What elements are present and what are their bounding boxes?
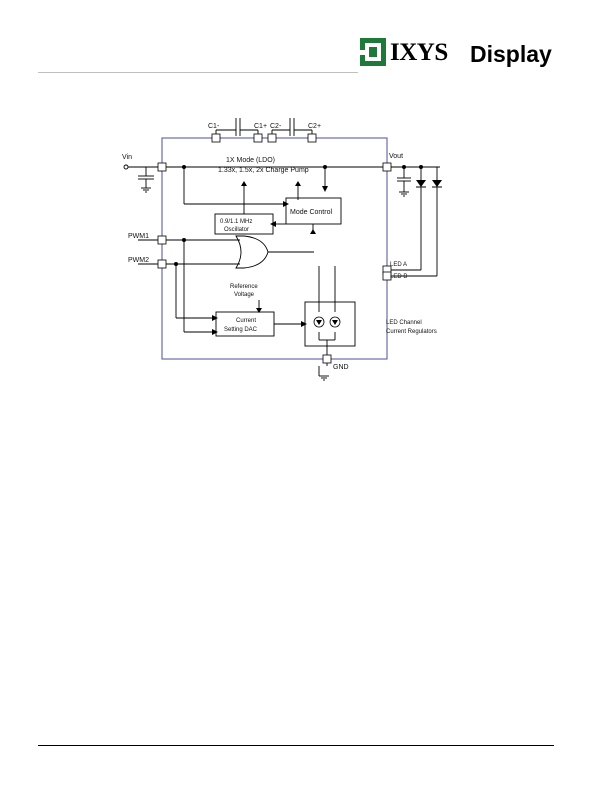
voltage-label: Voltage xyxy=(234,292,255,298)
vin-label: Vin xyxy=(122,154,132,161)
regulators-line2: Current Regulators xyxy=(386,329,437,335)
company-logo: IXYS Display xyxy=(360,38,556,68)
oscillator-freq: 0.9/1.1 MHz xyxy=(220,219,252,225)
pump-subtitle: 1.33x, 1.5x, 2x Charge Pump xyxy=(218,167,309,174)
reference-label: Reference xyxy=(230,284,258,290)
pwm1-label: PWM1 xyxy=(128,233,149,240)
mode-control-label: Mode Control xyxy=(290,209,332,216)
pump-title: 1X Mode (LDO) xyxy=(226,157,275,164)
block-diagram: C1- C1+ C2- C2+ Vin Vout 1X Mode (LDO) 1… xyxy=(122,118,442,381)
c1-plus-label: C1+ xyxy=(254,123,267,130)
brand-suffix: Display xyxy=(470,41,552,67)
c2-plus-label: C2+ xyxy=(308,123,321,130)
regulators-line1: LED Channel xyxy=(386,320,422,326)
c2-minus-label: C2- xyxy=(270,123,282,130)
pwm2-label: PWM2 xyxy=(128,257,149,264)
ixys-logo-icon xyxy=(360,38,386,66)
led-a-label: LED A xyxy=(390,262,407,268)
c1-minus-label: C1- xyxy=(208,123,220,130)
header-rule xyxy=(38,72,358,73)
oscillator-label: Oscillator xyxy=(224,227,249,233)
dac-line2: Setting DAC xyxy=(224,327,258,333)
gnd-label: GND xyxy=(333,364,349,371)
footer-rule xyxy=(38,745,554,746)
vout-label: Vout xyxy=(389,153,403,160)
led-b-label: LED B xyxy=(390,274,407,280)
dac-line1: Current xyxy=(236,318,256,324)
brand-name: IXYS xyxy=(390,39,448,66)
